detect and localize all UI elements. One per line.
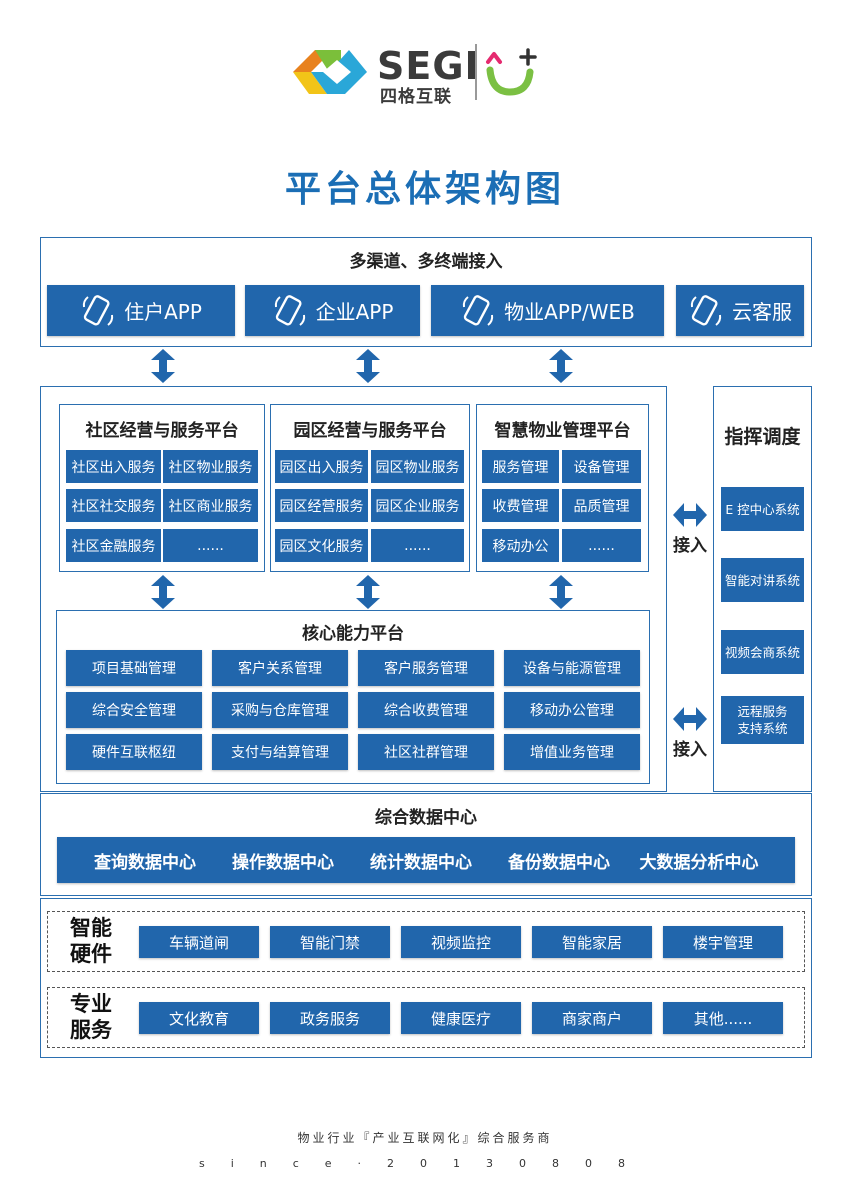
core-cell: 综合收费管理: [358, 692, 494, 728]
hardware-item: 智能门禁: [270, 926, 390, 958]
community-cell: 社区物业服务: [163, 450, 258, 483]
services-row: [47, 987, 805, 1048]
channel-label: 云客服: [732, 300, 792, 324]
park-cell: 园区出入服务: [275, 450, 368, 483]
double-arrow-icon: [549, 349, 573, 383]
access-label: 接入: [673, 740, 707, 760]
double-arrow-icon: [356, 349, 380, 383]
phone-icon: [82, 294, 114, 326]
data-center-item: 查询数据中心: [94, 852, 196, 873]
hardware-item: 视频监控: [401, 926, 521, 958]
command-item: E 控中心系统: [721, 487, 804, 531]
community-cell: 社区商业服务: [163, 489, 258, 522]
phone-icon: [274, 294, 305, 326]
data-center-item: 大数据分析中心: [639, 852, 759, 873]
logo-divider: [475, 44, 477, 100]
core-cell: 客户关系管理: [212, 650, 348, 686]
core-cell: 增值业务管理: [504, 734, 640, 770]
data-center-item: 备份数据中心: [508, 852, 610, 873]
hardware-label: 智能 硬件: [70, 916, 112, 966]
core-cell: 项目基础管理: [66, 650, 202, 686]
hardware-row: [47, 911, 805, 972]
service-item: 文化教育: [139, 1002, 259, 1034]
data-center-item: 统计数据中心: [370, 852, 472, 873]
channel-label: 企业APP: [315, 300, 394, 324]
footer-since: since·20130808: [198, 1157, 652, 1170]
double-arrow-icon: [356, 575, 380, 609]
service-item: 其他......: [663, 1002, 783, 1034]
horizontal-double-arrow-icon: [673, 707, 707, 731]
service-item: 健康医疗: [401, 1002, 521, 1034]
community-cell: 社区社交服务: [66, 489, 161, 522]
park-cell: 园区文化服务: [275, 529, 368, 562]
property-cell: 移动办公: [482, 529, 559, 562]
property-cell: ......: [562, 529, 641, 562]
footer-tagline: 物业行业『产业互联网化』综合服务商: [297, 1131, 553, 1145]
service-item: 商家商户: [532, 1002, 652, 1034]
hardware-item: 车辆道闸: [139, 926, 259, 958]
channel-label: 住户APP: [124, 300, 202, 324]
hardware-item: 智能家居: [532, 926, 652, 958]
property-cell: 服务管理: [482, 450, 559, 483]
park-cell: 园区企业服务: [371, 489, 464, 522]
page-title: 平台总体架构图: [284, 169, 565, 210]
horizontal-double-arrow-icon: [673, 503, 707, 527]
park-platform-heading: 园区经营与服务平台: [293, 421, 447, 441]
services-label: 专业 服务: [70, 992, 112, 1042]
segi-logo-icon: [293, 50, 367, 94]
core-platform-heading: 核心能力平台: [302, 624, 404, 644]
double-arrow-icon: [151, 349, 175, 383]
channel-enterprise-app: 企业APP: [245, 285, 420, 336]
park-cell: 园区物业服务: [371, 450, 464, 483]
property-platform-heading: 智慧物业管理平台: [494, 421, 631, 441]
channels-heading: 多渠道、多终端接入: [349, 252, 503, 272]
data-center-heading: 综合数据中心: [375, 808, 477, 828]
property-cell: 品质管理: [562, 489, 641, 522]
community-cell: 社区出入服务: [66, 450, 161, 483]
double-arrow-icon: [151, 575, 175, 609]
property-cell: 设备管理: [562, 450, 641, 483]
core-cell: 硬件互联枢纽: [66, 734, 202, 770]
data-center-bar: [57, 837, 795, 883]
property-cell: 收费管理: [482, 489, 559, 522]
core-cell: 设备与能源管理: [504, 650, 640, 686]
core-cell: 支付与结算管理: [212, 734, 348, 770]
phone-icon: [690, 294, 722, 326]
channel-property-app-web: 物业APP/WEB: [431, 285, 664, 336]
core-cell: 综合安全管理: [66, 692, 202, 728]
core-cell: 移动办公管理: [504, 692, 640, 728]
core-cell: 社区社群管理: [358, 734, 494, 770]
channel-resident-app: 住户APP: [47, 285, 235, 336]
service-item: 政务服务: [270, 1002, 390, 1034]
channel-cloud-service: 云客服: [676, 285, 804, 336]
core-cell: 客户服务管理: [358, 650, 494, 686]
channel-label: 物业APP/WEB: [504, 300, 635, 324]
community-platform-heading: 社区经营与服务平台: [85, 421, 239, 441]
community-cell: ......: [163, 529, 258, 562]
smile-plus-icon: [486, 48, 537, 96]
double-arrow-icon: [549, 575, 573, 609]
park-cell: 园区经营服务: [275, 489, 368, 522]
core-cell: 采购与仓库管理: [212, 692, 348, 728]
data-center-item: 操作数据中心: [232, 852, 334, 873]
access-label: 接入: [673, 536, 707, 556]
command-item: 智能对讲系统: [721, 558, 804, 602]
community-cell: 社区金融服务: [66, 529, 161, 562]
brand-name-cn: 四格互联: [380, 87, 452, 107]
command-item: 远程服务 支持系统: [721, 696, 804, 744]
command-heading: 指挥调度: [724, 426, 801, 448]
park-cell: ......: [371, 529, 464, 562]
hardware-item: 楼宇管理: [663, 926, 783, 958]
brand-name: SEGI: [377, 44, 480, 88]
phone-icon: [463, 294, 494, 326]
command-item: 视频会商系统: [721, 630, 804, 674]
